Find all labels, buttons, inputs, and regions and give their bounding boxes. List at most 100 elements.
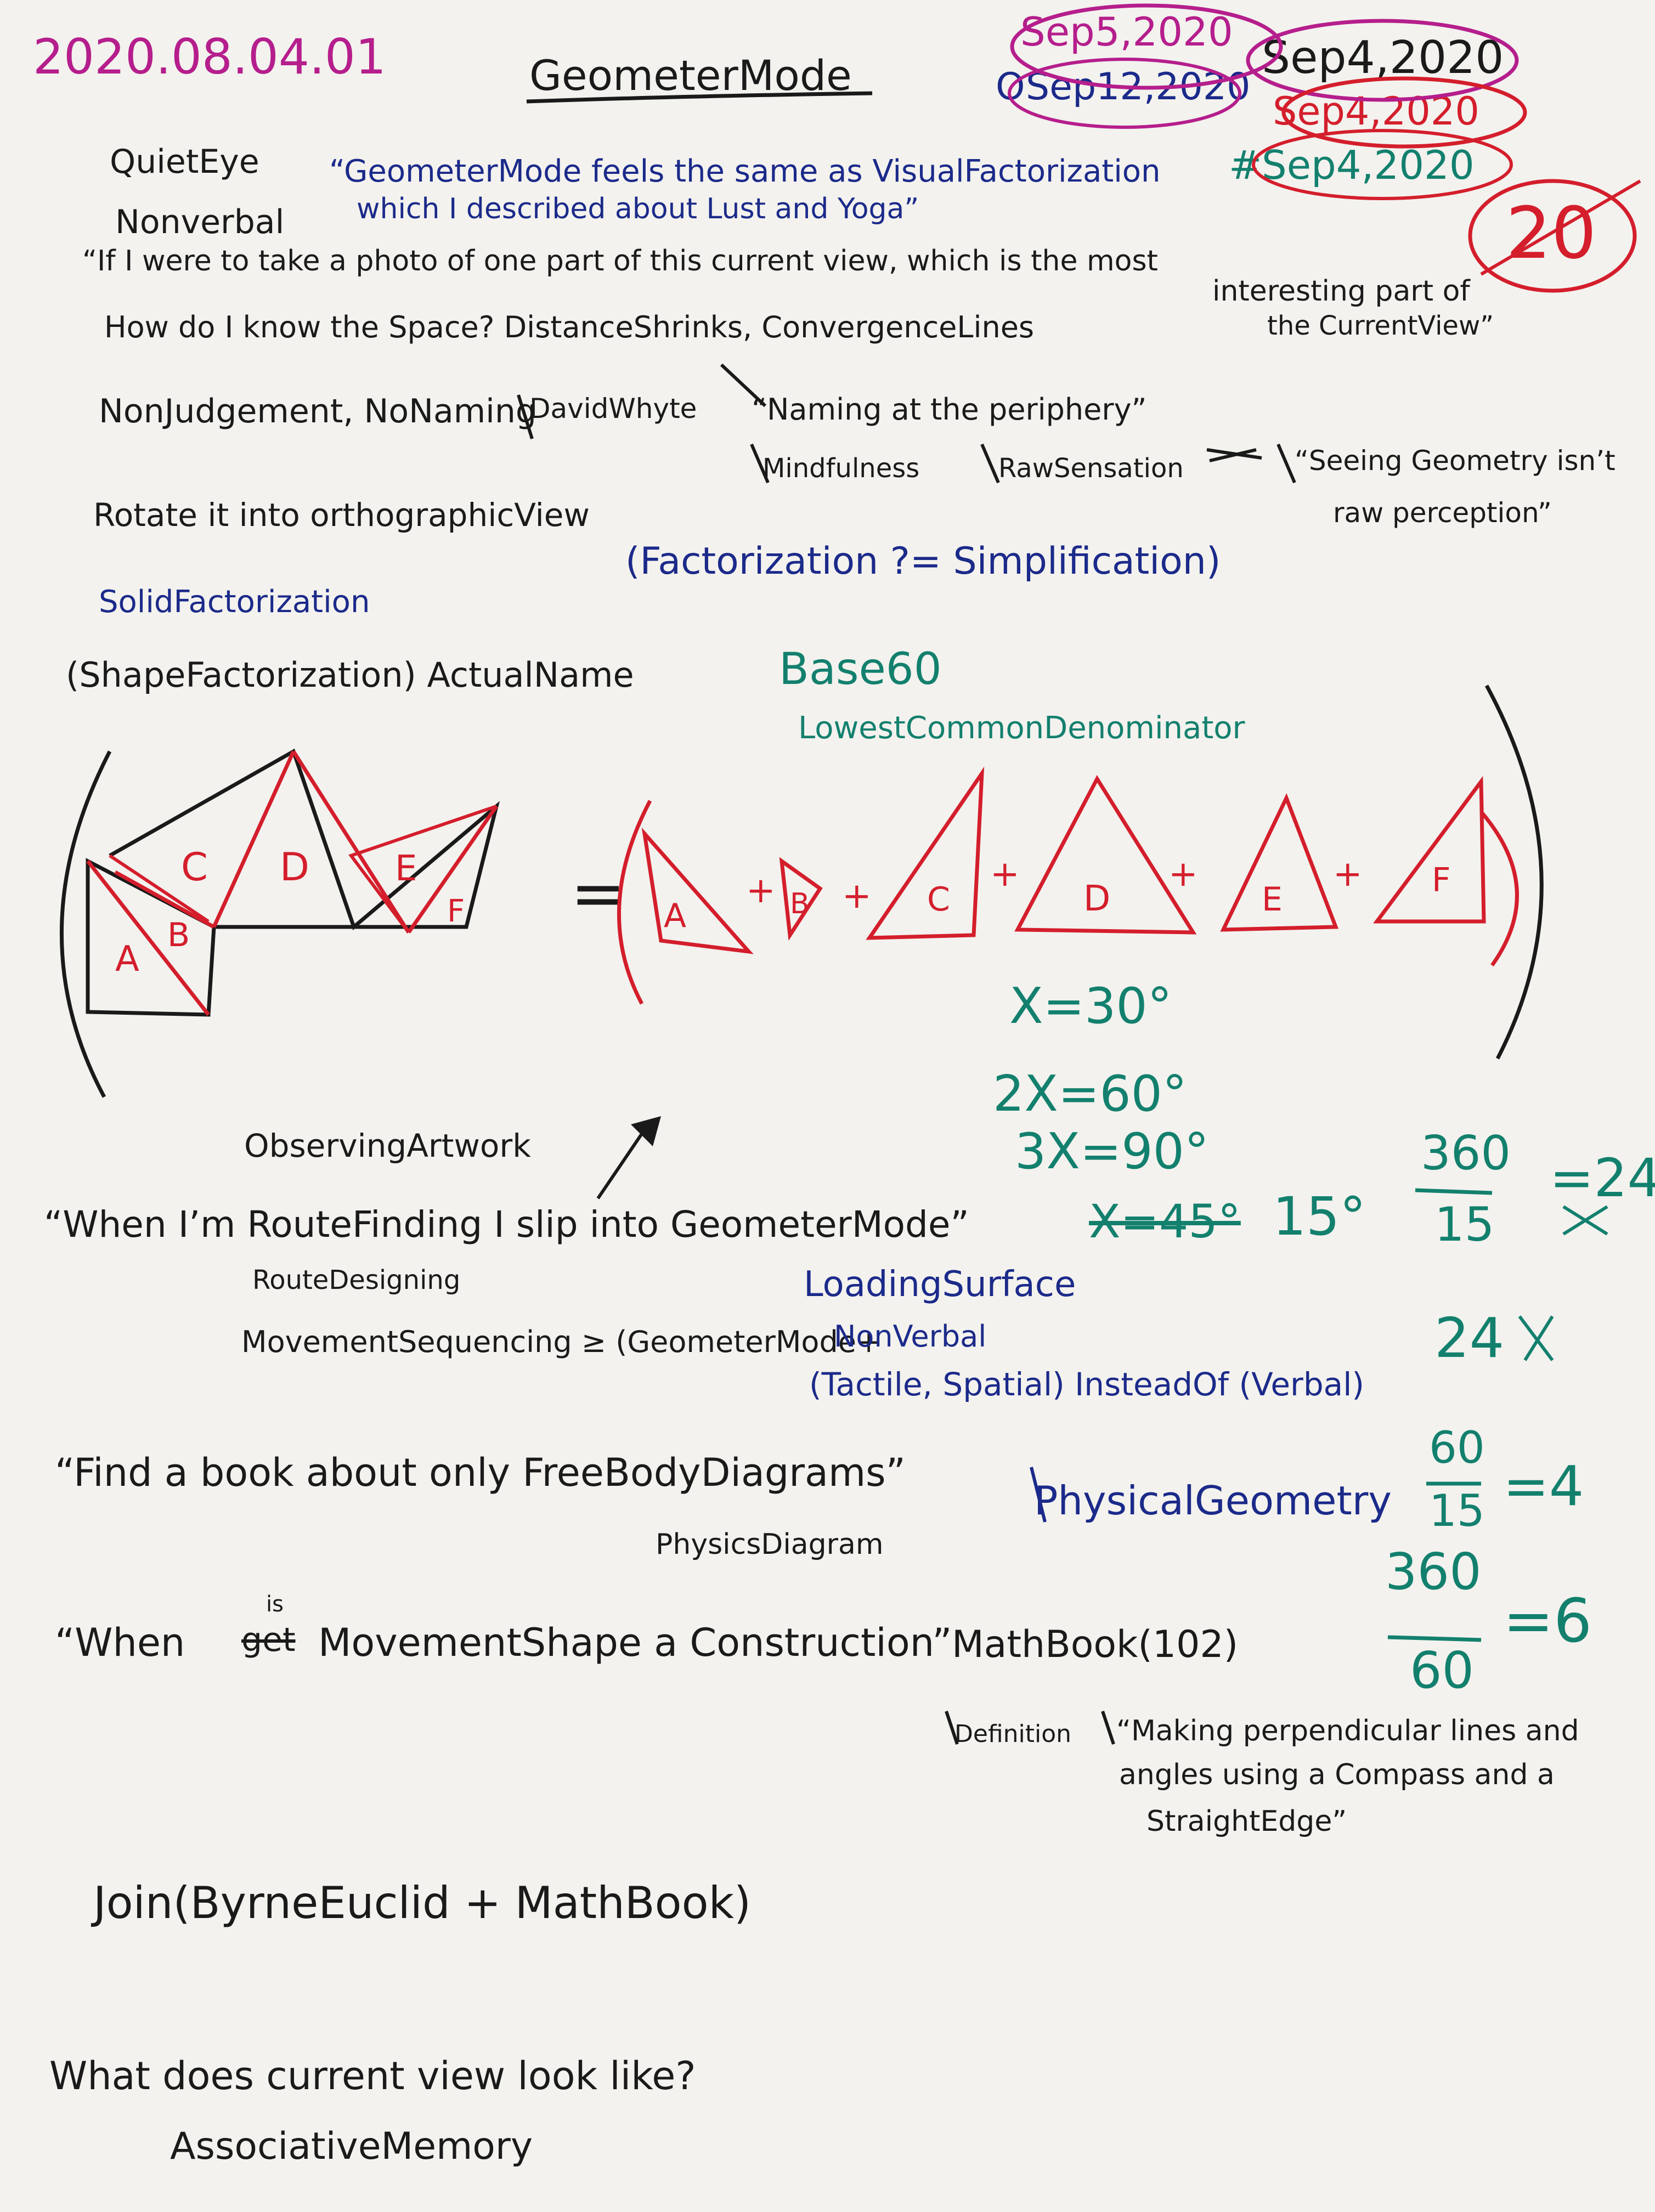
inserted-word: is <box>266 1592 284 1617</box>
nonverbal-label: Nonverbal <box>115 203 285 241</box>
date-sep4-c: Sep4,2020 <box>1262 142 1475 188</box>
solid-factorization: SolidFactorization <box>99 584 370 620</box>
triangle-a <box>641 827 754 954</box>
date-ellipse-red <box>1281 76 1527 149</box>
arrow-head <box>631 1116 661 1146</box>
factorization-question: (Factorization ?= Simplification) <box>625 540 1221 583</box>
eq-15deg: 15° <box>1273 1186 1366 1247</box>
mindfulness: Mindfulness <box>762 453 920 484</box>
strike-24-a <box>1562 1205 1608 1236</box>
frac3-bar <box>1387 1635 1482 1642</box>
loading-surface: LoadingSurface <box>804 1264 1076 1305</box>
struck-scribble <box>1206 448 1262 462</box>
slash-5 <box>517 394 534 439</box>
eq-3x90: 3X=90° <box>1015 1123 1209 1180</box>
date-ellipse-green <box>1252 129 1513 200</box>
tri-label-e: E <box>1262 880 1283 919</box>
quote-feels-line2: which I described about Lust and Yoga” <box>357 193 919 225</box>
making-line1: “Making perpendicular lines and <box>1116 1715 1579 1747</box>
route-designing: RouteDesigning <box>252 1265 461 1295</box>
when-quote-end: MovementShape a Construction” <box>318 1620 952 1665</box>
slash-7 <box>945 1711 959 1745</box>
eq-x30: X=30° <box>1009 977 1172 1035</box>
slash-3 <box>980 443 1000 484</box>
circle-20 <box>1468 179 1637 293</box>
date-ellipse-purple <box>1010 3 1283 90</box>
result-24: 24 <box>1434 1306 1505 1370</box>
making-line2: angles using a Compass and a <box>1119 1758 1555 1791</box>
frac1-num: 360 <box>1421 1126 1511 1181</box>
page-title: GeometerMode <box>529 51 852 100</box>
date-sep5: Sep5,2020 <box>1020 9 1233 55</box>
slash-4 <box>1276 443 1296 484</box>
tri-label-f: F <box>1432 861 1451 899</box>
red-paren-left <box>617 800 652 1005</box>
raw-sensation: RawSensation <box>998 453 1184 484</box>
date-sep4-c-prefix: # <box>1229 142 1262 188</box>
frac3-den: 60 <box>1410 1641 1475 1700</box>
associative-memory: AssociativeMemory <box>170 2125 533 2168</box>
red-paren-right <box>1479 810 1519 967</box>
seeing-geometry: “Seeing Geometry isn’t <box>1295 445 1616 477</box>
find-book-quote: “Find a book about only FreeBodyDiagrams… <box>55 1450 906 1495</box>
physics-diagram: PhysicsDiagram <box>656 1528 884 1561</box>
slash-8 <box>1101 1711 1115 1745</box>
equals-sign: = <box>571 856 626 932</box>
triangle-e <box>1220 793 1339 932</box>
observing-artwork: ObservingArtwork <box>244 1127 531 1164</box>
date-sep4-a: Sep4,2020 <box>1262 32 1504 84</box>
fig-label-b: B <box>167 916 190 954</box>
composite-figure <box>86 748 500 1017</box>
tri-label-b: B <box>790 887 810 920</box>
making-line3: StraightEdge” <box>1146 1805 1347 1838</box>
quote-photo-line1: “If I were to take a photo of one part o… <box>82 245 1158 278</box>
plus-1: + <box>746 870 776 911</box>
tri-label-d: D <box>1083 879 1110 919</box>
plus-3: + <box>990 854 1020 895</box>
plus-2: + <box>842 876 872 917</box>
tactile-spatial: (Tactile, Spatial) InsteadOf (Verbal) <box>809 1366 1364 1403</box>
paren-right <box>1484 684 1544 1060</box>
triangle-b <box>779 857 823 941</box>
mathbook-102: MathBook(102) <box>952 1623 1239 1666</box>
quote-feels-line1: “GeometerMode feels the same as VisualFa… <box>329 154 1161 189</box>
struck-word: get <box>241 1621 296 1659</box>
naming-periphery: “Naming at the periphery” <box>752 392 1147 427</box>
plus-5: + <box>1333 854 1363 895</box>
triangle-c <box>866 766 985 940</box>
fig-label-a: A <box>115 939 139 980</box>
shape-factorization: (ShapeFactorization) ActualName <box>66 655 634 695</box>
circle-20-slash <box>1480 179 1641 276</box>
what-does-line: What does current view look like? <box>49 2053 696 2098</box>
paren-left <box>59 750 112 1098</box>
frac3-num: 360 <box>1385 1542 1482 1601</box>
rotate-line: Rotate it into orthographicView <box>93 496 590 534</box>
join-line: Join(ByrneEuclid + MathBook) <box>93 1877 752 1928</box>
frac2-num: 60 <box>1429 1422 1485 1473</box>
space-line: How do I know the Space? DistanceShrinks… <box>104 310 1035 344</box>
lowest-common-denominator: LowestCommonDenominator <box>798 710 1245 746</box>
quote-photo-line2: interesting part of <box>1212 275 1470 308</box>
when-quote-start: “When <box>55 1620 185 1665</box>
title-underline <box>526 91 873 104</box>
nonjudgement: NonJudgement, NoNaming <box>99 392 536 431</box>
movement-sequencing: MovementSequencing ≥ (GeometerMode+ <box>241 1325 882 1359</box>
eq-x45-struck: X=45° <box>1089 1195 1241 1248</box>
tri-label-a: A <box>664 897 686 935</box>
frac1-bar <box>1415 1188 1493 1195</box>
nonverbal-2: NonVerbal <box>834 1319 987 1354</box>
triangle-d <box>1014 774 1197 935</box>
frac2-den: 15 <box>1429 1485 1485 1536</box>
slash-2 <box>750 443 770 484</box>
quiet-eye: QuietEye <box>110 143 259 181</box>
base60: Base60 <box>779 643 942 694</box>
strike-24-b <box>1518 1315 1554 1361</box>
plus-4: + <box>1168 854 1198 895</box>
slash-1 <box>720 363 767 408</box>
route-finding-quote: “When I’m RouteFinding I slip into Geome… <box>44 1203 969 1246</box>
physical-geometry: PhysicalGeometry <box>1034 1478 1392 1524</box>
raw-perception: raw perception” <box>1333 497 1552 529</box>
fig-label-e: E <box>395 848 417 889</box>
frac3-result: =6 <box>1503 1586 1592 1656</box>
